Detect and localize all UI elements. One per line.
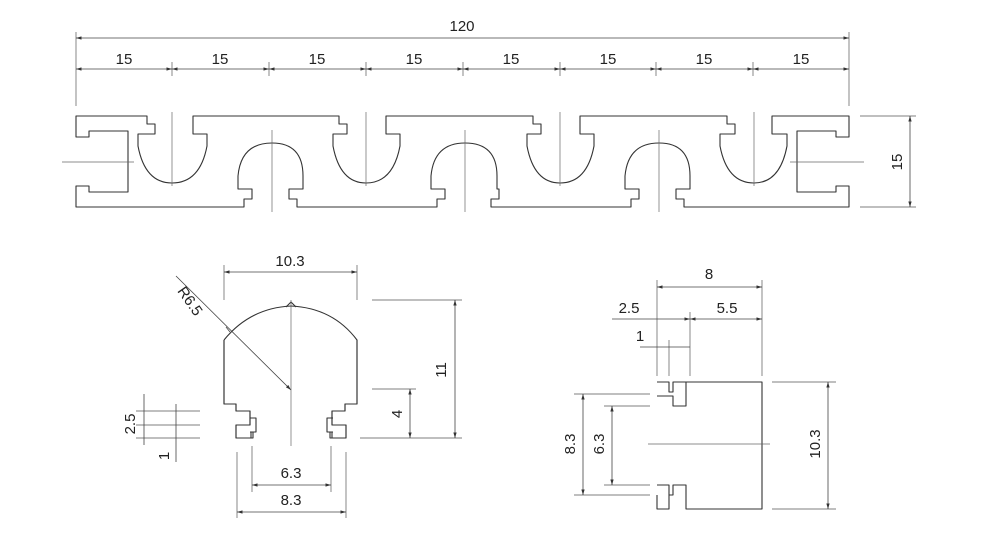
dim-end-lip: 1 [636, 328, 644, 345]
dim-slot-lip-height: 2.5 [122, 414, 139, 435]
dim-end-inner-depth: 5.5 [717, 300, 738, 317]
dim-pitch-3: 15 [309, 51, 326, 68]
end-extension-lines [574, 280, 836, 510]
profile-outline [75, 115, 850, 208]
end-detail: 8 2.5 5.5 1 8.3 6.3 10.3 [562, 266, 836, 510]
slot-profile [223, 340, 358, 439]
profile-view: 120 15 15 15 15 15 15 15 15 15 [62, 18, 916, 212]
slot-radius-arrow [225, 326, 231, 333]
profile-extension-lines [75, 32, 916, 208]
dim-end-total-depth: 8 [705, 266, 713, 283]
slot-radius-line [175, 275, 292, 391]
dim-slot-lower-height: 4 [389, 410, 406, 418]
dim-pitch-2: 15 [212, 51, 229, 68]
dim-pitch-8: 15 [793, 51, 810, 68]
dim-pitch-1: 15 [116, 51, 133, 68]
dim-profile-height: 15 [889, 154, 906, 171]
profile-centerlines [62, 112, 864, 212]
dim-pitch-6: 15 [600, 51, 617, 68]
dim-pitch-7: 15 [696, 51, 713, 68]
dim-slot-radius: R6.5 [174, 284, 206, 320]
dim-end-height: 10.3 [807, 429, 824, 458]
dim-end-wall: 2.5 [619, 300, 640, 317]
dim-pitch-4: 15 [406, 51, 423, 68]
dim-slot-top-width: 10.3 [275, 253, 304, 270]
dim-slot-height: 11 [433, 362, 450, 378]
end-outline [656, 381, 763, 510]
dim-slot-outer-width: 8.3 [281, 492, 302, 509]
dim-pitch-5: 15 [503, 51, 520, 68]
dim-end-outer-opening: 8.3 [562, 434, 579, 455]
slot-extension-lines [136, 265, 462, 518]
slot-detail: 10.3 R6.5 11 4 2.5 1 6.3 8.3 [122, 253, 462, 518]
dim-slot-lip-thickness: 1 [156, 452, 173, 460]
slot-outline [223, 305, 358, 439]
dim-end-inner-opening: 6.3 [591, 434, 608, 455]
dim-overall-width: 120 [449, 18, 474, 35]
dim-slot-inner-opening: 6.3 [281, 465, 302, 482]
